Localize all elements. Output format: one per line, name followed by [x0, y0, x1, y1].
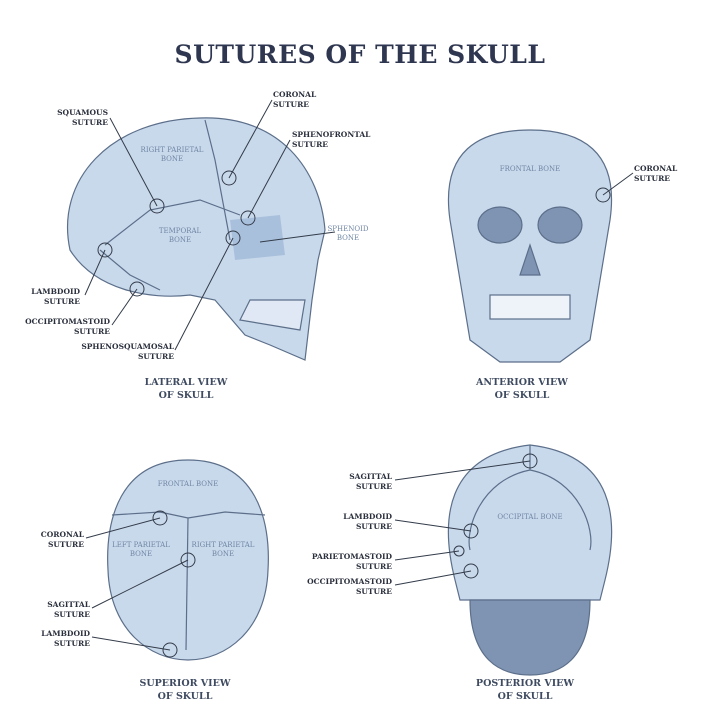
superior-view-caption: SUPERIOR VIEW OF SKULL	[139, 678, 231, 702]
posterior-skull	[447, 444, 613, 676]
superior-frontal-bone-label: FRONTAL BONE	[157, 480, 219, 488]
posterior-occipital-bone-label: OCCIPITAL BONE	[497, 513, 563, 521]
superior-right-parietal-bone-label: RIGHT PARIETAL BONE	[191, 541, 255, 558]
page-title: SUTURES OF THE SKULL	[174, 40, 546, 69]
lateral-sphenofrontal-suture-label: SPHENOFRONTAL SUTURE	[292, 130, 371, 149]
superior-sagittal-suture-label: SAGITTAL SUTURE	[47, 600, 90, 619]
lateral-temporal-bone-label: TEMPORAL BONE	[158, 227, 202, 244]
anterior-frontal-bone-label: FRONTAL BONE	[499, 165, 561, 173]
lateral-skull	[66, 117, 326, 361]
anterior-coronal-suture-label: CORONAL SUTURE	[634, 164, 678, 183]
posterior-sagittal-suture-label: SAGITTAL SUTURE	[349, 472, 392, 491]
lateral-sphenoid-bone-label: SPHENOID BONE	[327, 225, 369, 242]
posterior-lambdoid-suture-label: LAMBDOID SUTURE	[343, 512, 392, 531]
posterior-parietomastoid-suture-label: PARIETOMASTOID SUTURE	[311, 552, 392, 571]
superior-lambdoid-suture-label: LAMBDOID SUTURE	[41, 629, 90, 648]
posterior-occipitomastoid-suture-label: OCCIPITOMASTOID SUTURE	[307, 577, 392, 596]
anterior-view-caption: ANTERIOR VIEW OF SKULL	[476, 377, 568, 401]
lateral-lambdoid-suture-label: LAMBDOID SUTURE	[31, 287, 80, 306]
lateral-coronal-suture-label: CORONAL SUTURE	[273, 90, 317, 109]
lateral-right-parietal-bone-label: RIGHT PARIETAL BONE	[140, 146, 204, 163]
lateral-view-caption: LATERAL VIEW OF SKULL	[144, 377, 228, 401]
posterior-view-caption: POSTERIOR VIEW OF SKULL	[475, 678, 575, 702]
superior-left-parietal-bone-label: LEFT PARIETAL BONE	[112, 541, 170, 558]
superior-coronal-suture-label: CORONAL SUTURE	[40, 530, 84, 549]
lateral-occipitomastoid-suture-label: OCCIPITOMASTOID SUTURE	[25, 317, 110, 336]
lateral-sphenosquamosal-suture-label: SPHENOSQUAMOSAL SUTURE	[81, 342, 174, 361]
anterior-skull	[447, 129, 613, 363]
lateral-squamous-suture-label: SQUAMOUS SUTURE	[57, 108, 108, 127]
